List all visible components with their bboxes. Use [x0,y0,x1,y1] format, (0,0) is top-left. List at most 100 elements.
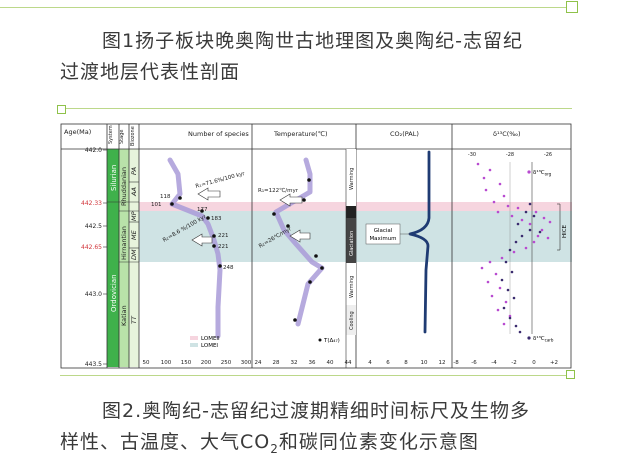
species-axis-tick: 200 [201,360,212,366]
temp-axis-tick: 36 [309,360,316,366]
species-axis-tick: 50 [143,360,150,366]
system-column [107,149,119,367]
figure1-title: 图1扬子板块晚奥陶世古地理图及奥陶纪-志留纪 过渡地层代表性剖面 [60,26,620,88]
carbon-org-point [488,168,492,172]
carbon-carb-point [514,324,518,328]
temp-axis-tick: 28 [273,360,280,366]
header-biozone: Biozone [130,126,136,146]
corner-square-icon [566,1,578,13]
biozone-me: ME [130,229,138,240]
carbon-org-point [496,210,500,214]
carbon-carb-point [538,230,542,234]
carbon-legend-org-marker [527,170,531,174]
legend-lomeii: LOMEII [201,336,220,342]
arrow-icon [191,233,213,247]
carbon-carb-point [500,278,504,282]
co2-axis-tick: 8 [404,360,408,366]
carbon-axis-tick: -6 [471,360,477,366]
carbon-org-point [492,200,496,204]
species-label: 101 [151,202,162,208]
header-species: Number of species [188,130,249,138]
biozone-pa: PA [130,167,138,175]
biozone-aa: AA [130,187,138,197]
carbon-org-point [490,294,494,298]
carbon-carb-point [512,296,516,300]
carbon-carb-point [532,214,536,218]
species-label: 177 [197,207,208,213]
carbon-org-point [540,228,544,232]
glacial-max-line1: Glacial [374,228,393,234]
phase-warming-label: Warming [349,276,355,298]
system-silurian: Silurian [110,165,118,191]
species-axis-tick: 100 [161,360,172,366]
phase-cooling-block [346,305,356,335]
carbon-carb-point [528,228,532,232]
legend-swatch-lomeii [190,336,198,340]
carbon-carb-point [524,210,528,214]
carbon-carb-point [510,270,514,274]
carbon-carb-point [518,330,522,334]
hice-label: HICE [562,224,568,238]
species-label: 221 [218,233,229,239]
carbon-org-point [482,176,486,180]
age-label: 442.0 [85,147,102,154]
figure2-caption-line2: 样性、古温度、大气CO2和碳同位素变化示意图 [60,431,479,456]
species-axis-tick: 300 [241,360,252,366]
carbon-org-point [546,236,550,240]
temp-rate-top: R₁=122℃/myr [258,187,299,194]
temperature-point [307,178,311,182]
carbon-org-point [516,206,520,210]
temperature-point [308,280,312,284]
species-axis-tick: 250 [221,360,232,366]
carbon-legend-carb-marker [527,336,531,340]
carbon-top-tick: -28 [506,152,514,158]
frame-bottom-rule [60,375,572,376]
carbon-axis-tick: 0 [532,360,536,366]
stage-katian: Katian [120,305,128,326]
header-system: System [108,125,114,144]
header-stage: Stage [119,130,125,144]
species-point [200,209,204,213]
system-ordovician: Ordovician [110,274,118,312]
corner-square-icon [566,370,575,379]
biozone-column [129,149,139,367]
header-age: Age(Ma) [64,128,91,136]
species-label: 183 [211,216,222,222]
carbon-org-point [502,322,506,326]
carbon-carb-point [506,288,510,292]
figure-border [60,123,572,369]
header-co2: CO₂(PAL) [390,130,419,138]
phase-glaciation-label: Glaciation [349,231,355,256]
temp-legend: T(Δ₄₇) [323,338,340,344]
carbon-org-point [532,240,536,244]
age-label: 442.65 [81,244,102,251]
carbon-legend-org: δ¹³Corg [533,169,552,177]
species-point [212,244,216,248]
glacial-max-line2: Maximum [369,236,396,242]
temp-axis-tick: 40 [327,360,334,366]
figure1-title-line1: 图1扬子板块晚奥陶世古地理图及奥陶纪-志留纪 [102,30,523,52]
legend-lomei: LOMEI [201,343,218,349]
figure-frame [57,105,575,379]
species-point [206,216,210,220]
age-label: 442.5 [85,223,102,230]
co2-axis-tick: 10 [421,360,428,366]
carbon-legend-carb: δ¹³Ccarb [533,335,554,343]
temp-axis-tick: 44 [345,360,352,366]
temperature-point [293,318,297,322]
corner-square-icon [57,105,66,114]
carbon-axis-tick: +2 [550,360,558,366]
age-label: 443.0 [85,291,102,298]
stage-rhuddanian: Rhuddanian [120,167,128,206]
carbon-org-point [506,204,510,208]
carbon-carb-point [508,316,512,320]
species-label: 118 [160,194,171,200]
species-label: 221 [218,244,229,250]
temperature-point [314,254,318,258]
arrow-icon [279,193,303,207]
carbon-org-point [494,272,498,276]
co2-axis-tick: 12 [439,360,446,366]
phase-glaciation-block [346,218,356,263]
biozone-tt: TT [130,315,138,324]
carbon-carb-point [514,240,518,244]
